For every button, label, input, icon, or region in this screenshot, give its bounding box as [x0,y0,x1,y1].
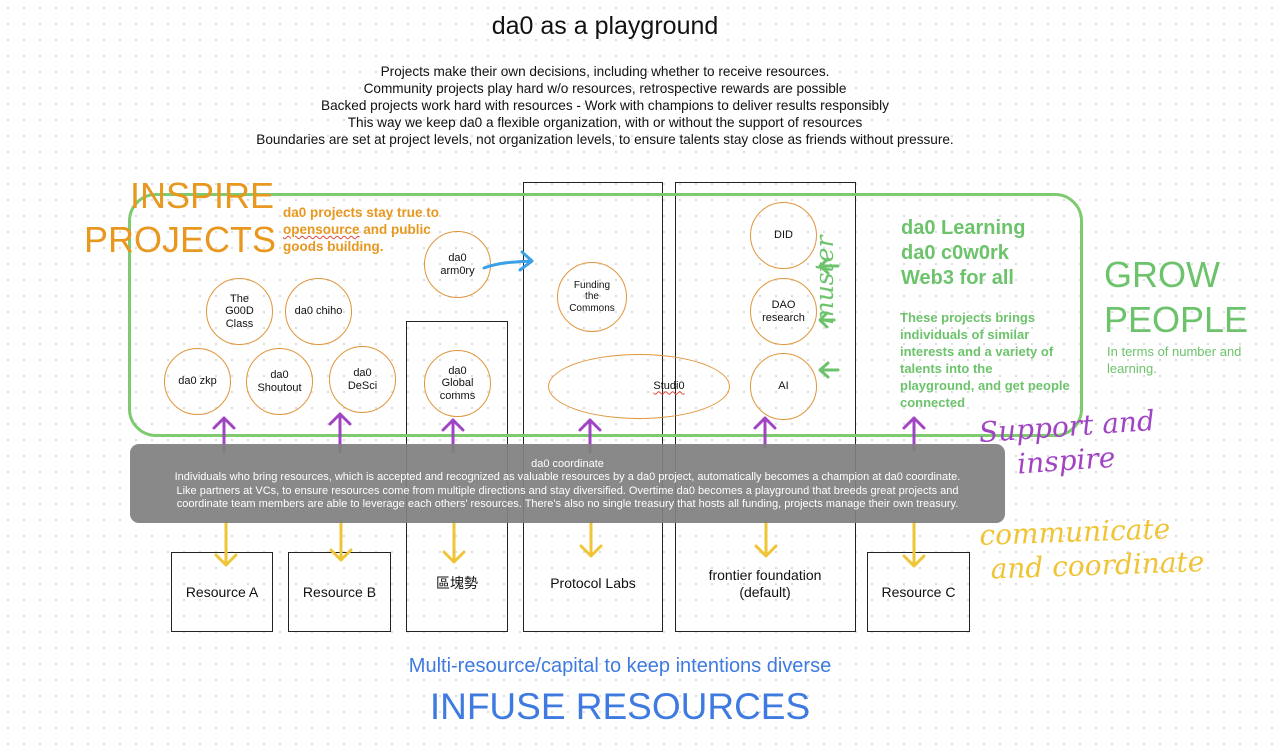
node-dao-research: DAO research [750,278,817,345]
node-funding-commons-label: Funding the Commons [569,279,615,314]
coordinate-line-2: Like partners at VCs, to ensure resource… [176,484,959,497]
inspire-title-line-2: PROJECTS [84,219,277,260]
node-global-comms-label: da0 Global comms [439,364,476,402]
node-did-label: DID [774,229,793,242]
muster-annotation: muster [810,235,839,325]
muster-arrow-1 [818,257,840,275]
resource-arrow-3 [442,518,466,564]
resource-protocol-labs-label: Protocol Labs [550,575,636,591]
coordinate-panel: da0 coordinate Individuals who bring res… [130,444,1005,523]
learning-line-1: da0 Learning [901,217,1026,239]
node-studio-label: Studi0 [653,380,685,393]
node-shoutout: da0 Shoutout [246,348,313,415]
node-dao-research-label: DAO research [762,299,805,324]
resource-frontier-label: frontier foundation (default) [685,567,845,601]
node-shoutout-label: da0 Shoutout [257,369,302,394]
node-chiho: da0 chiho [285,278,352,345]
node-ai: AI [750,353,817,420]
resource-c-label: Resource C [881,583,956,600]
resource-arrow-4 [579,518,603,558]
playground-frame [128,193,1083,437]
node-studio: Studi0 [548,354,730,419]
resource-blockchain-label: 區塊勢 [436,575,478,591]
resource-arrow-1 [214,518,238,567]
inspire-title-line-1: INSPIRE [129,175,274,216]
learning-note: These projects brings individuals of sim… [900,310,1070,410]
node-zkp-label: da0 zkp [178,375,217,388]
inspire-note-part-1: da0 projects stay true to [283,205,440,220]
node-did: DID [750,202,817,269]
node-armory: da0 arm0ry [424,231,491,298]
frontier-line-1: frontier foundation [708,567,822,583]
coordinate-title: da0 coordinate [531,458,604,470]
node-global-comms: da0 Global comms [424,350,491,417]
muster-arrow-2 [818,311,836,329]
support-arrow-5 [753,416,777,449]
resource-a-box: Resource A [171,552,273,632]
node-good-class-label: The G00D Class [225,292,254,330]
grow-people-title: GROW PEOPLE [1104,252,1248,342]
capital-note: Multi-resource/capital to keep intention… [408,655,832,677]
coordinate-line-1: Individuals who bring resources, which i… [174,471,961,484]
resource-b-label: Resource B [302,583,377,600]
node-chiho-label: da0 chiho [294,305,343,318]
armory-arrow [482,250,534,272]
page-title: da0 as a playground [491,12,719,40]
resource-arrow-6 [902,518,926,568]
learning-projects: da0 Learning da0 c0w0rk Web3 for all [901,216,1081,291]
grow-note: In terms of number and learning. [1107,344,1242,376]
support-inspire-annotation: Support and inspire [978,404,1158,484]
node-good-class: The G00D Class [206,278,273,345]
muster-arrow-3 [818,361,840,379]
inspire-note-part-3: and public goods building. [283,222,431,254]
resource-a-label: Resource A [185,583,259,600]
intro-text: Projects make their own decisions, inclu… [0,63,1210,148]
inspire-projects-title: INSPIRE PROJECTS [84,174,277,262]
communicate-coordinate-annotation: communicate and coordinate [979,511,1205,587]
intro-line-4: This way we keep da0 a flexible organiza… [347,115,863,130]
learning-line-3: Web3 for all [901,267,1014,289]
node-ai-label: AI [778,380,789,393]
frontier-line-2: (default) [739,584,791,600]
node-armory-label: da0 arm0ry [440,252,475,277]
infuse-resources-title: INFUSE RESOURCES [429,686,811,727]
inspire-note: da0 projects stay true to opensource and… [283,204,463,255]
coordinate-line-3: coordinate team members are able to leve… [176,498,959,511]
grow-title-line-2: PEOPLE [1104,299,1249,340]
intro-line-3: Backed projects work hard with resources… [321,98,889,113]
grow-title-line-1: GROW [1104,254,1220,295]
inspire-note-opensource: opensource [283,222,360,237]
node-zkp: da0 zkp [164,348,231,415]
resource-c-box: Resource C [867,552,970,632]
node-desci: da0 DeSci [329,346,396,413]
intro-line-5: Boundaries are set at project levels, no… [256,132,954,147]
resource-arrow-2 [329,518,353,562]
resource-arrow-5 [754,518,778,558]
node-desci-label: da0 DeSci [347,367,378,392]
learning-line-2: da0 c0w0rk [901,242,1009,264]
node-funding-commons: Funding the Commons [557,262,627,332]
intro-line-1: Projects make their own decisions, inclu… [380,64,830,79]
intro-line-2: Community projects play hard w/o resourc… [363,81,847,96]
